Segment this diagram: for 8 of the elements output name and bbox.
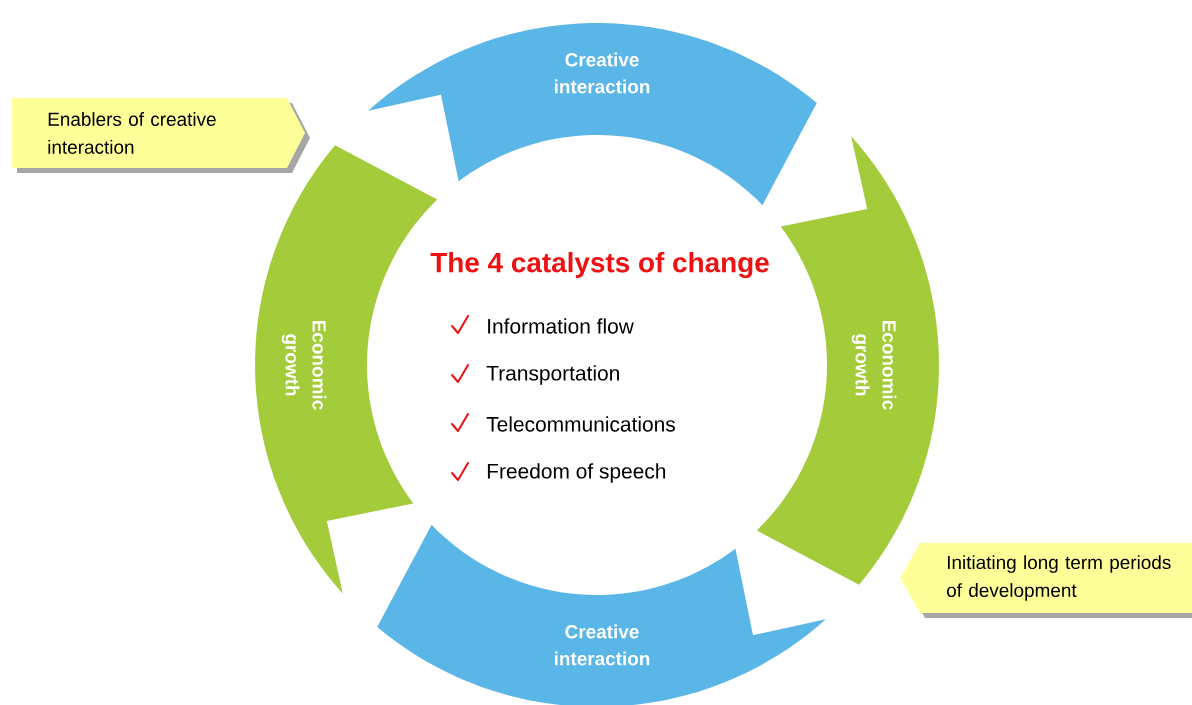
list-item: Telecommunications bbox=[486, 416, 675, 432]
callout-box: Enablers of creative interaction bbox=[12, 98, 310, 173]
list-item: Transportation bbox=[486, 365, 619, 385]
list-item: Freedom of speech bbox=[487, 463, 666, 483]
list-item: Information flow bbox=[488, 318, 634, 334]
callout-box: Initiating long term periods of development bbox=[900, 543, 1192, 618]
curved-arrow-segment: Creative interaction bbox=[377, 524, 826, 705]
curved-arrow-segment: Creative interaction bbox=[368, 23, 817, 206]
